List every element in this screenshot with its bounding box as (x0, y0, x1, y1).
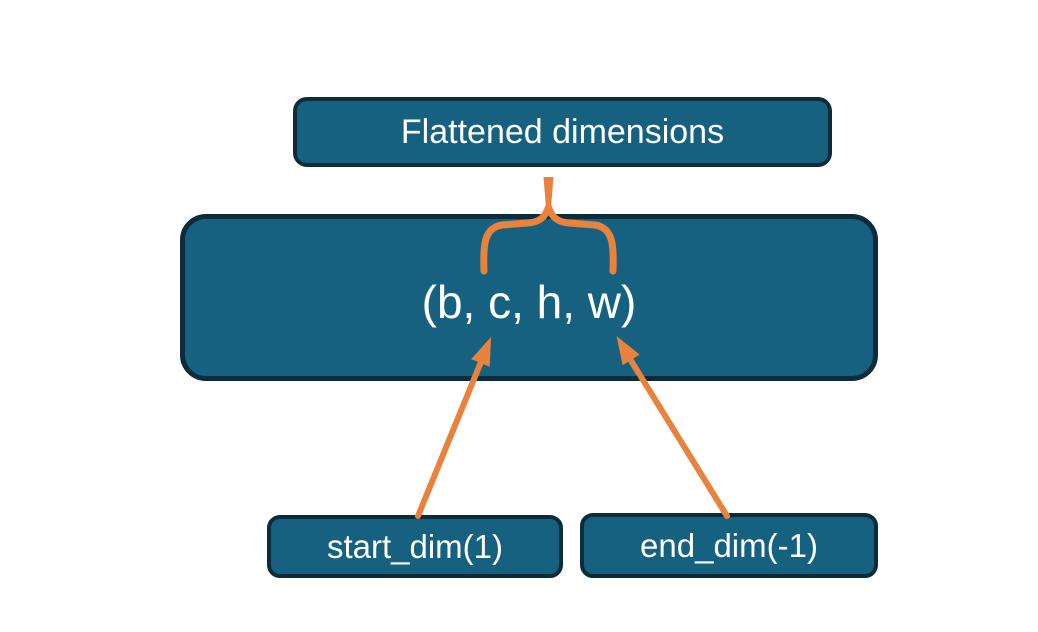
start-dim-node: start_dim(1) (267, 515, 563, 578)
start-dim-label: start_dim(1) (326, 527, 504, 565)
tensor-shape-node: (b, c, h, w) (180, 214, 878, 381)
arrow-start-dim-line (415, 359, 484, 519)
flattened-dimensions-label: Flattened dimensions (400, 112, 725, 151)
tensor-shape-label: (b, c, h, w) (421, 275, 637, 328)
arrow-end-dim-line (627, 356, 730, 519)
flattened-dimensions-node: Flattened dimensions (293, 97, 832, 167)
end-dim-label: end_dim(-1) (640, 526, 818, 564)
brace-stem-connector (543, 177, 554, 214)
end-dim-node: end_dim(-1) (580, 513, 878, 578)
